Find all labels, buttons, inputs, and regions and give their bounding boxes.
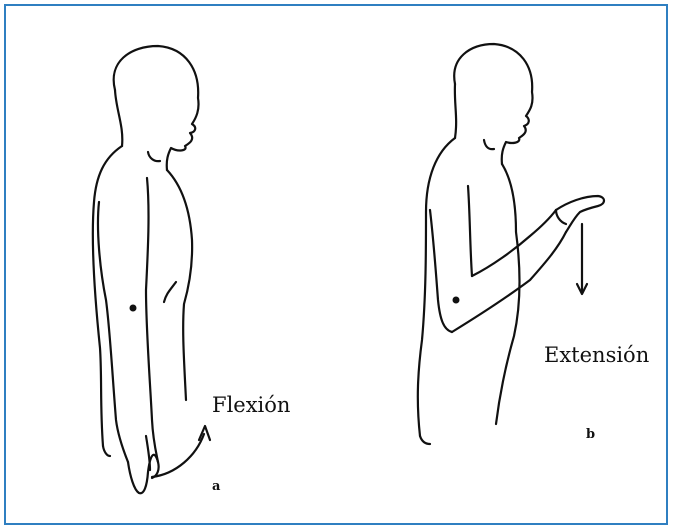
figure-b-ear — [484, 140, 494, 149]
figure-b-head — [454, 44, 532, 164]
panel-a-label: a — [212, 479, 220, 494]
figure-b-leg — [420, 436, 430, 444]
figure-a-neck-back — [115, 90, 122, 146]
extension-label: Extensión — [544, 343, 649, 367]
figure-b-upperarm-back — [430, 210, 452, 332]
figure-a-back — [93, 146, 122, 446]
figure-b-neck-back — [455, 84, 456, 138]
figure-a-elbow-dot — [131, 306, 136, 311]
figure-a-leg — [103, 446, 110, 456]
figure-b-front — [496, 164, 520, 424]
figure-b-upperarm-front — [468, 186, 472, 276]
figure-a-arm-front — [146, 178, 158, 462]
figure-b-forearm-lower — [452, 232, 566, 332]
figure-a-flexion — [93, 46, 210, 493]
flexion-label: Flexión — [212, 393, 290, 417]
panel-b-label: b — [586, 427, 595, 442]
figure-a-armpit — [164, 282, 176, 302]
figure-a-ear — [148, 152, 160, 161]
figure-b-hand — [556, 196, 604, 232]
figure-a-front — [167, 170, 192, 400]
figure-a-flexion-arrow — [152, 434, 204, 477]
figure-b-thumb — [556, 210, 566, 224]
figure-a-head — [114, 46, 199, 170]
figure-a-flexion-arrowhead — [199, 426, 210, 440]
figure-b-extension — [418, 44, 604, 444]
figure-a-hand — [128, 455, 159, 493]
figure-b-elbow-dot — [454, 298, 459, 303]
